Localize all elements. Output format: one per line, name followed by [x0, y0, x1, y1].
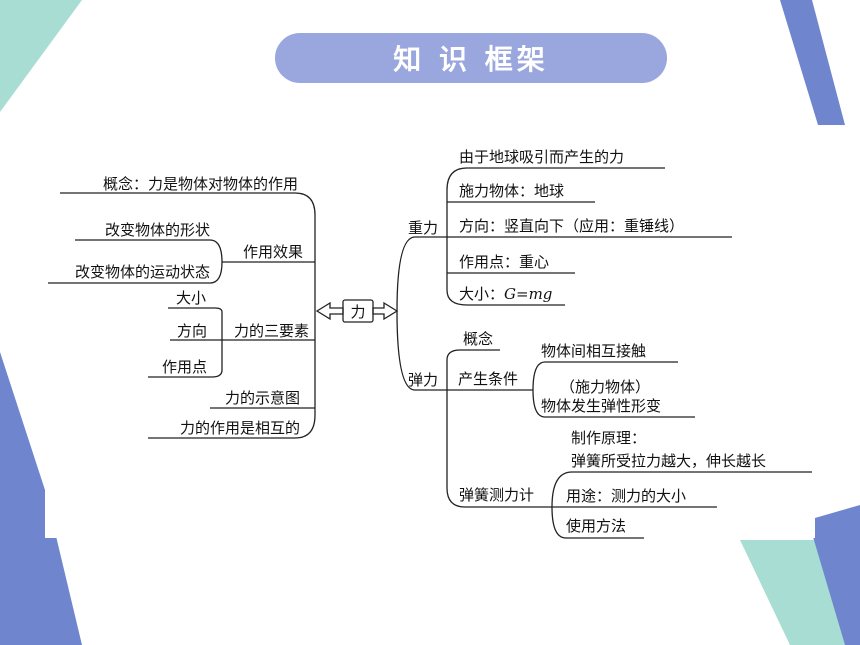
meter-principle-label: 制作原理： [571, 429, 646, 447]
right-arrow [372, 301, 399, 321]
gravity-item-size: 大小：G=mg [459, 285, 552, 303]
meter-use: 用途：测力的大小 [566, 487, 686, 505]
condition-deformation: 物体发生弹性形变 [541, 397, 661, 415]
effect-item-shape: 改变物体的形状 [105, 221, 210, 239]
element-point: 作用点 [162, 358, 207, 376]
meter-method: 使用方法 [566, 517, 626, 535]
meter-label: 弹簧测力计 [459, 486, 534, 504]
gravity-item-direction: 方向：竖直向下（应用：重锤线） [459, 217, 684, 235]
blue-stripe-bottom-left [0, 352, 82, 645]
elastic-label: 弹力 [408, 371, 438, 389]
gravity-item-source: 施力物体：地球 [459, 182, 564, 200]
mint-stripe-bottom-right [740, 540, 860, 645]
gravity-label: 重力 [408, 219, 438, 237]
condition-force-object: （施力物体） [560, 378, 650, 396]
gravity-item-origin: 由于地球吸引而产生的力 [459, 148, 624, 166]
elastic-concept: 概念 [463, 330, 493, 348]
meter-principle: 弹簧所受拉力越大，伸长越长 [571, 452, 766, 470]
elements-label: 力的三要素 [234, 322, 309, 340]
element-direction: 方向 [177, 322, 207, 340]
diagram-panel [45, 128, 815, 538]
diagram-label: 力的示意图 [225, 389, 300, 407]
conditions-label: 产生条件 [458, 370, 518, 388]
blue-stripe-top-right [780, 0, 845, 125]
left-arrow [315, 301, 344, 321]
mutual-label: 力的作用是相互的 [180, 419, 300, 437]
mint-stripe-top-left [0, 0, 82, 112]
page-title: 知 识 框架 [275, 33, 667, 83]
effect-item-motion: 改变物体的运动状态 [75, 263, 210, 281]
gravity-item-point: 作用点：重心 [459, 253, 549, 271]
right-main-branch [396, 236, 447, 312]
blue-stripe-bottom-right [808, 505, 860, 645]
effect-label: 作用效果 [243, 243, 303, 261]
element-size: 大小 [176, 289, 206, 307]
condition-contact: 物体间相互接触 [541, 342, 646, 360]
center-label: 力 [350, 303, 365, 321]
concept-label: 概念：力是物体对物体的作用 [103, 175, 298, 193]
left-main-branch [60, 192, 316, 311]
